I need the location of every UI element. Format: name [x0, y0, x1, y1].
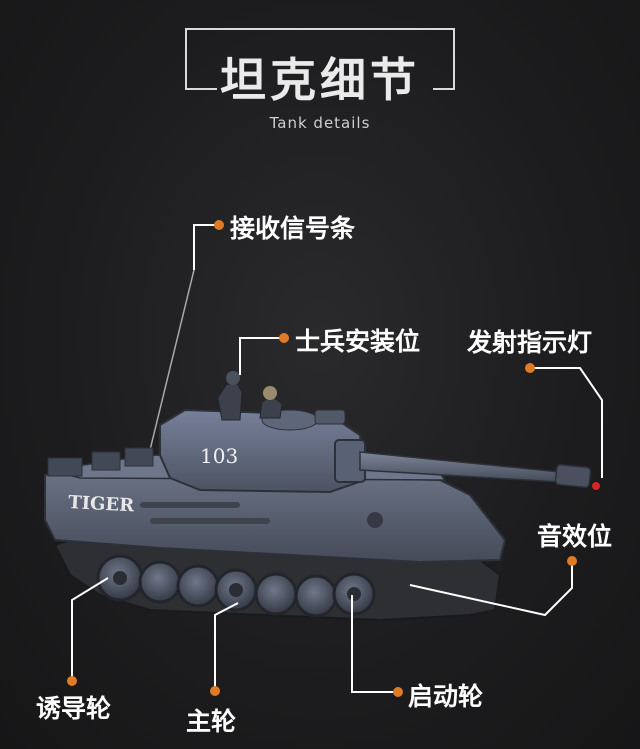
- callout-drive-wheel: 启动轮: [408, 682, 484, 711]
- wheel-hub-icon: [113, 571, 127, 585]
- wheel-icon: [138, 560, 182, 604]
- dot-fire-indicator: [525, 363, 535, 373]
- callout-dots: [67, 220, 577, 697]
- wheel-icon: [176, 564, 220, 608]
- headlight-icon: [367, 512, 383, 528]
- exhaust-icon: [124, 447, 154, 467]
- callout-antenna: 接收信号条: [230, 214, 356, 243]
- leader-idler-wheel: [71, 577, 109, 680]
- leader-soldier-mount: [239, 337, 284, 375]
- turret-icon: [159, 408, 367, 494]
- wheel-hub-icon: [347, 587, 361, 601]
- callout-idler-wheel: 诱导轮: [36, 694, 112, 723]
- callout-sound-effect: 音效位: [537, 522, 613, 551]
- leader-main-wheel: [214, 602, 239, 690]
- dot-drive-wheel: [393, 687, 403, 697]
- callout-main-wheel: 主轮: [186, 707, 237, 736]
- callout-fire-indicator: 发射指示灯: [467, 328, 593, 357]
- tow-cable-icon: [140, 502, 240, 508]
- muzzle-brake-icon: [554, 463, 592, 489]
- wheel-icon: [254, 572, 298, 616]
- title-frame-border-top: [185, 28, 455, 70]
- antenna-icon: [149, 269, 195, 451]
- road-wheels: [96, 554, 376, 618]
- title-frame-border-right: [433, 28, 455, 90]
- title-frame: [185, 28, 455, 90]
- leader-fire-indicator: [530, 367, 603, 478]
- page-title: 坦克细节: [220, 53, 420, 107]
- title-frame-border-left: [185, 68, 217, 90]
- dot-antenna: [214, 220, 224, 230]
- page-subtitle: Tank details: [269, 114, 371, 132]
- wheel-icon: [294, 574, 338, 618]
- hatch-icon: [314, 409, 346, 425]
- dot-main-wheel: [210, 686, 220, 696]
- leader-antenna: [193, 224, 218, 270]
- leader-sound-effect: [409, 562, 573, 617]
- dot-sound-effect: [567, 556, 577, 566]
- soldier-figure-icon: [259, 395, 283, 419]
- soldier-figure-icon: [217, 381, 243, 421]
- turret-number: 103: [200, 444, 238, 468]
- exhaust-icon: [91, 451, 121, 471]
- leader-drive-wheel: [351, 595, 396, 693]
- exhaust-icon: [47, 457, 83, 477]
- soldier-head-icon: [226, 371, 240, 385]
- fire-indicator-light-icon: [592, 482, 600, 490]
- hull-name: TIGER: [68, 492, 136, 516]
- soldier-head-icon: [263, 386, 277, 400]
- tow-cable-icon: [150, 518, 270, 524]
- callout-soldier-mount: 士兵安装位: [295, 327, 421, 356]
- dot-idler-wheel: [67, 676, 77, 686]
- wheel-hub-icon: [229, 583, 243, 597]
- leader-lines: [71, 224, 603, 693]
- dot-soldier-mount: [279, 333, 289, 343]
